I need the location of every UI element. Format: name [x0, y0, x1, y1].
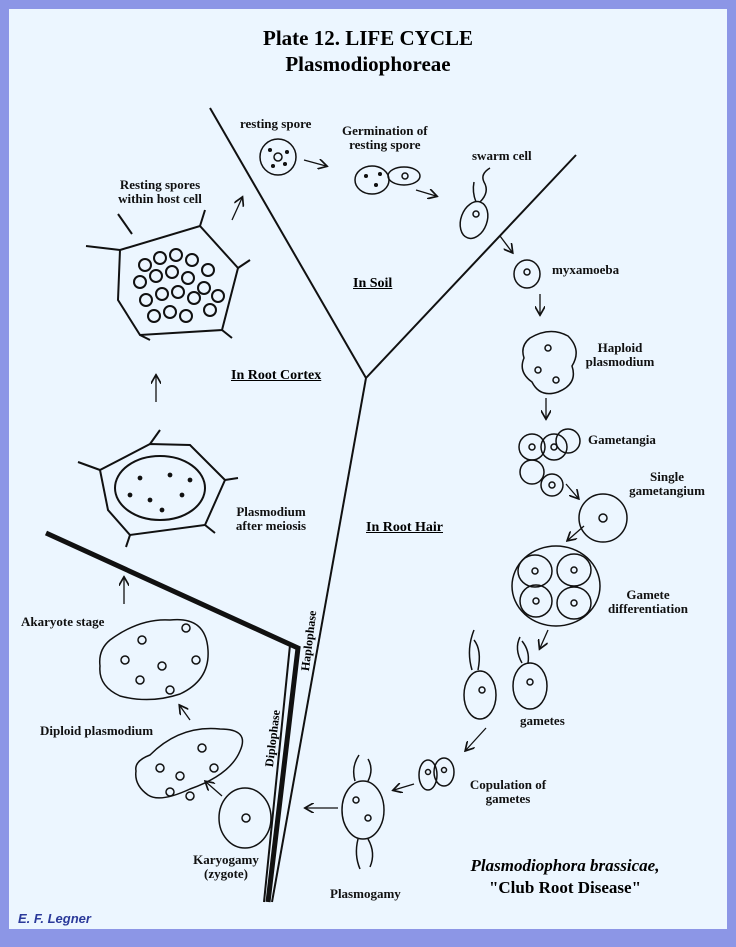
label-germination-line1: Germination of [342, 123, 428, 138]
copulation-cells [418, 757, 455, 791]
resting-spore-cell [259, 138, 297, 176]
arrow-copulation-to-plasmogamy [394, 784, 415, 790]
label-haploid-plasmodium: Haploid plasmodium [580, 341, 660, 369]
label-resting-spores-host: Resting spores within host cell [100, 178, 220, 206]
label-gametes: gametes [520, 713, 565, 728]
label-plasmodium-after-meiosis: Plasmodium after meiosis [226, 505, 316, 533]
label-swarm-cell: swarm cell [472, 148, 532, 163]
plate-title: Plate 12. LIFE CYCLE [263, 26, 473, 50]
soil-left-boundary [209, 107, 367, 379]
label-karyogamy-line2: (zygote) [203, 866, 249, 881]
akaryote-cell [98, 618, 209, 701]
zone-root-hair: In Root Hair [366, 520, 443, 535]
label-meiosis-line2: after meiosis [235, 518, 307, 533]
label-single-line2: gametangium [629, 483, 705, 498]
diploid-plasmodium-cell [135, 727, 244, 801]
arrow-differentiation-to-gametes [540, 629, 549, 648]
label-single-gametangium: Single gametangium [622, 470, 712, 498]
plasmodium-meiosis-host-cell [77, 429, 239, 548]
label-haploid-line2: plasmodium [585, 354, 655, 369]
arrow-gametangia-to-single [565, 483, 578, 498]
arrow-resting-host-to-spore [231, 198, 242, 221]
germination-cell [354, 165, 421, 195]
label-myxamoeba: myxamoeba [552, 262, 620, 277]
zone-root-cortex: In Root Cortex [231, 368, 322, 383]
gametes-cells [463, 629, 548, 720]
label-host-line2: within host cell [118, 191, 202, 206]
label-gamete-diff-line1: Gamete [626, 587, 670, 602]
diagram-panel [9, 9, 727, 929]
arrow-diploid-to-akaryote [180, 706, 191, 721]
haploid-plasmodium-cell [521, 330, 577, 395]
label-plasmogamy: Plasmogamy [330, 886, 401, 901]
gamete-differentiation-cell [511, 545, 601, 627]
label-germination-line2: resting spore [349, 137, 421, 152]
label-single-line1: Single [650, 469, 684, 484]
resting-spores-host-cell [85, 209, 251, 341]
label-diploid-plasmodium: Diploid plasmodium [40, 723, 154, 738]
zone-soil: In Soil [353, 276, 393, 291]
arrow-spore-to-germination [303, 160, 326, 166]
species-name: Plasmodiophora brassicae, [470, 856, 660, 875]
label-meiosis-line1: Plasmodium [236, 504, 306, 519]
gametangia-cluster [518, 428, 581, 497]
label-gamete-diff-line2: differentiation [608, 601, 688, 616]
label-host-line1: Resting spores [119, 177, 201, 192]
label-haploid-line1: Haploid [597, 340, 643, 355]
label-gamete-differentiation: Gamete differentiation [598, 588, 698, 616]
label-copulation-line1: Copulation of [469, 777, 547, 792]
label-resting-spore: resting spore [240, 116, 312, 131]
label-copulation: Copulation of gametes [458, 778, 558, 806]
label-gametangia: Gametangia [588, 432, 656, 447]
myxamoeba-cell [513, 259, 541, 289]
diplophase-boundary [44, 530, 301, 903]
plate-subtitle: Plasmodiophoreae [285, 52, 451, 76]
label-akaryote-stage: Akaryote stage [21, 614, 105, 629]
swarm-cell [459, 167, 491, 240]
arrow-germination-to-swarm [415, 190, 436, 196]
disease-name: "Club Root Disease" [488, 878, 642, 897]
haplophase-boundary [271, 377, 367, 903]
author-credit: E. F. Legner [18, 911, 91, 926]
arrow-swarm-to-myxamoeba [499, 235, 512, 252]
single-gametangium-cell [578, 493, 628, 543]
karyogamy-cell [218, 787, 272, 849]
arrow-single-to-differentiation [568, 525, 585, 540]
plasmogamy-cell [341, 754, 385, 870]
soil-right-boundary [365, 154, 577, 379]
label-karyogamy: Karyogamy (zygote) [186, 853, 266, 881]
arrow-karyogamy-to-diploid [206, 782, 223, 797]
label-germination: Germination of resting spore [342, 124, 428, 152]
label-copulation-line2: gametes [485, 791, 531, 806]
label-karyogamy-line1: Karyogamy [193, 852, 259, 867]
arrow-gametes-to-copulation [466, 727, 487, 750]
